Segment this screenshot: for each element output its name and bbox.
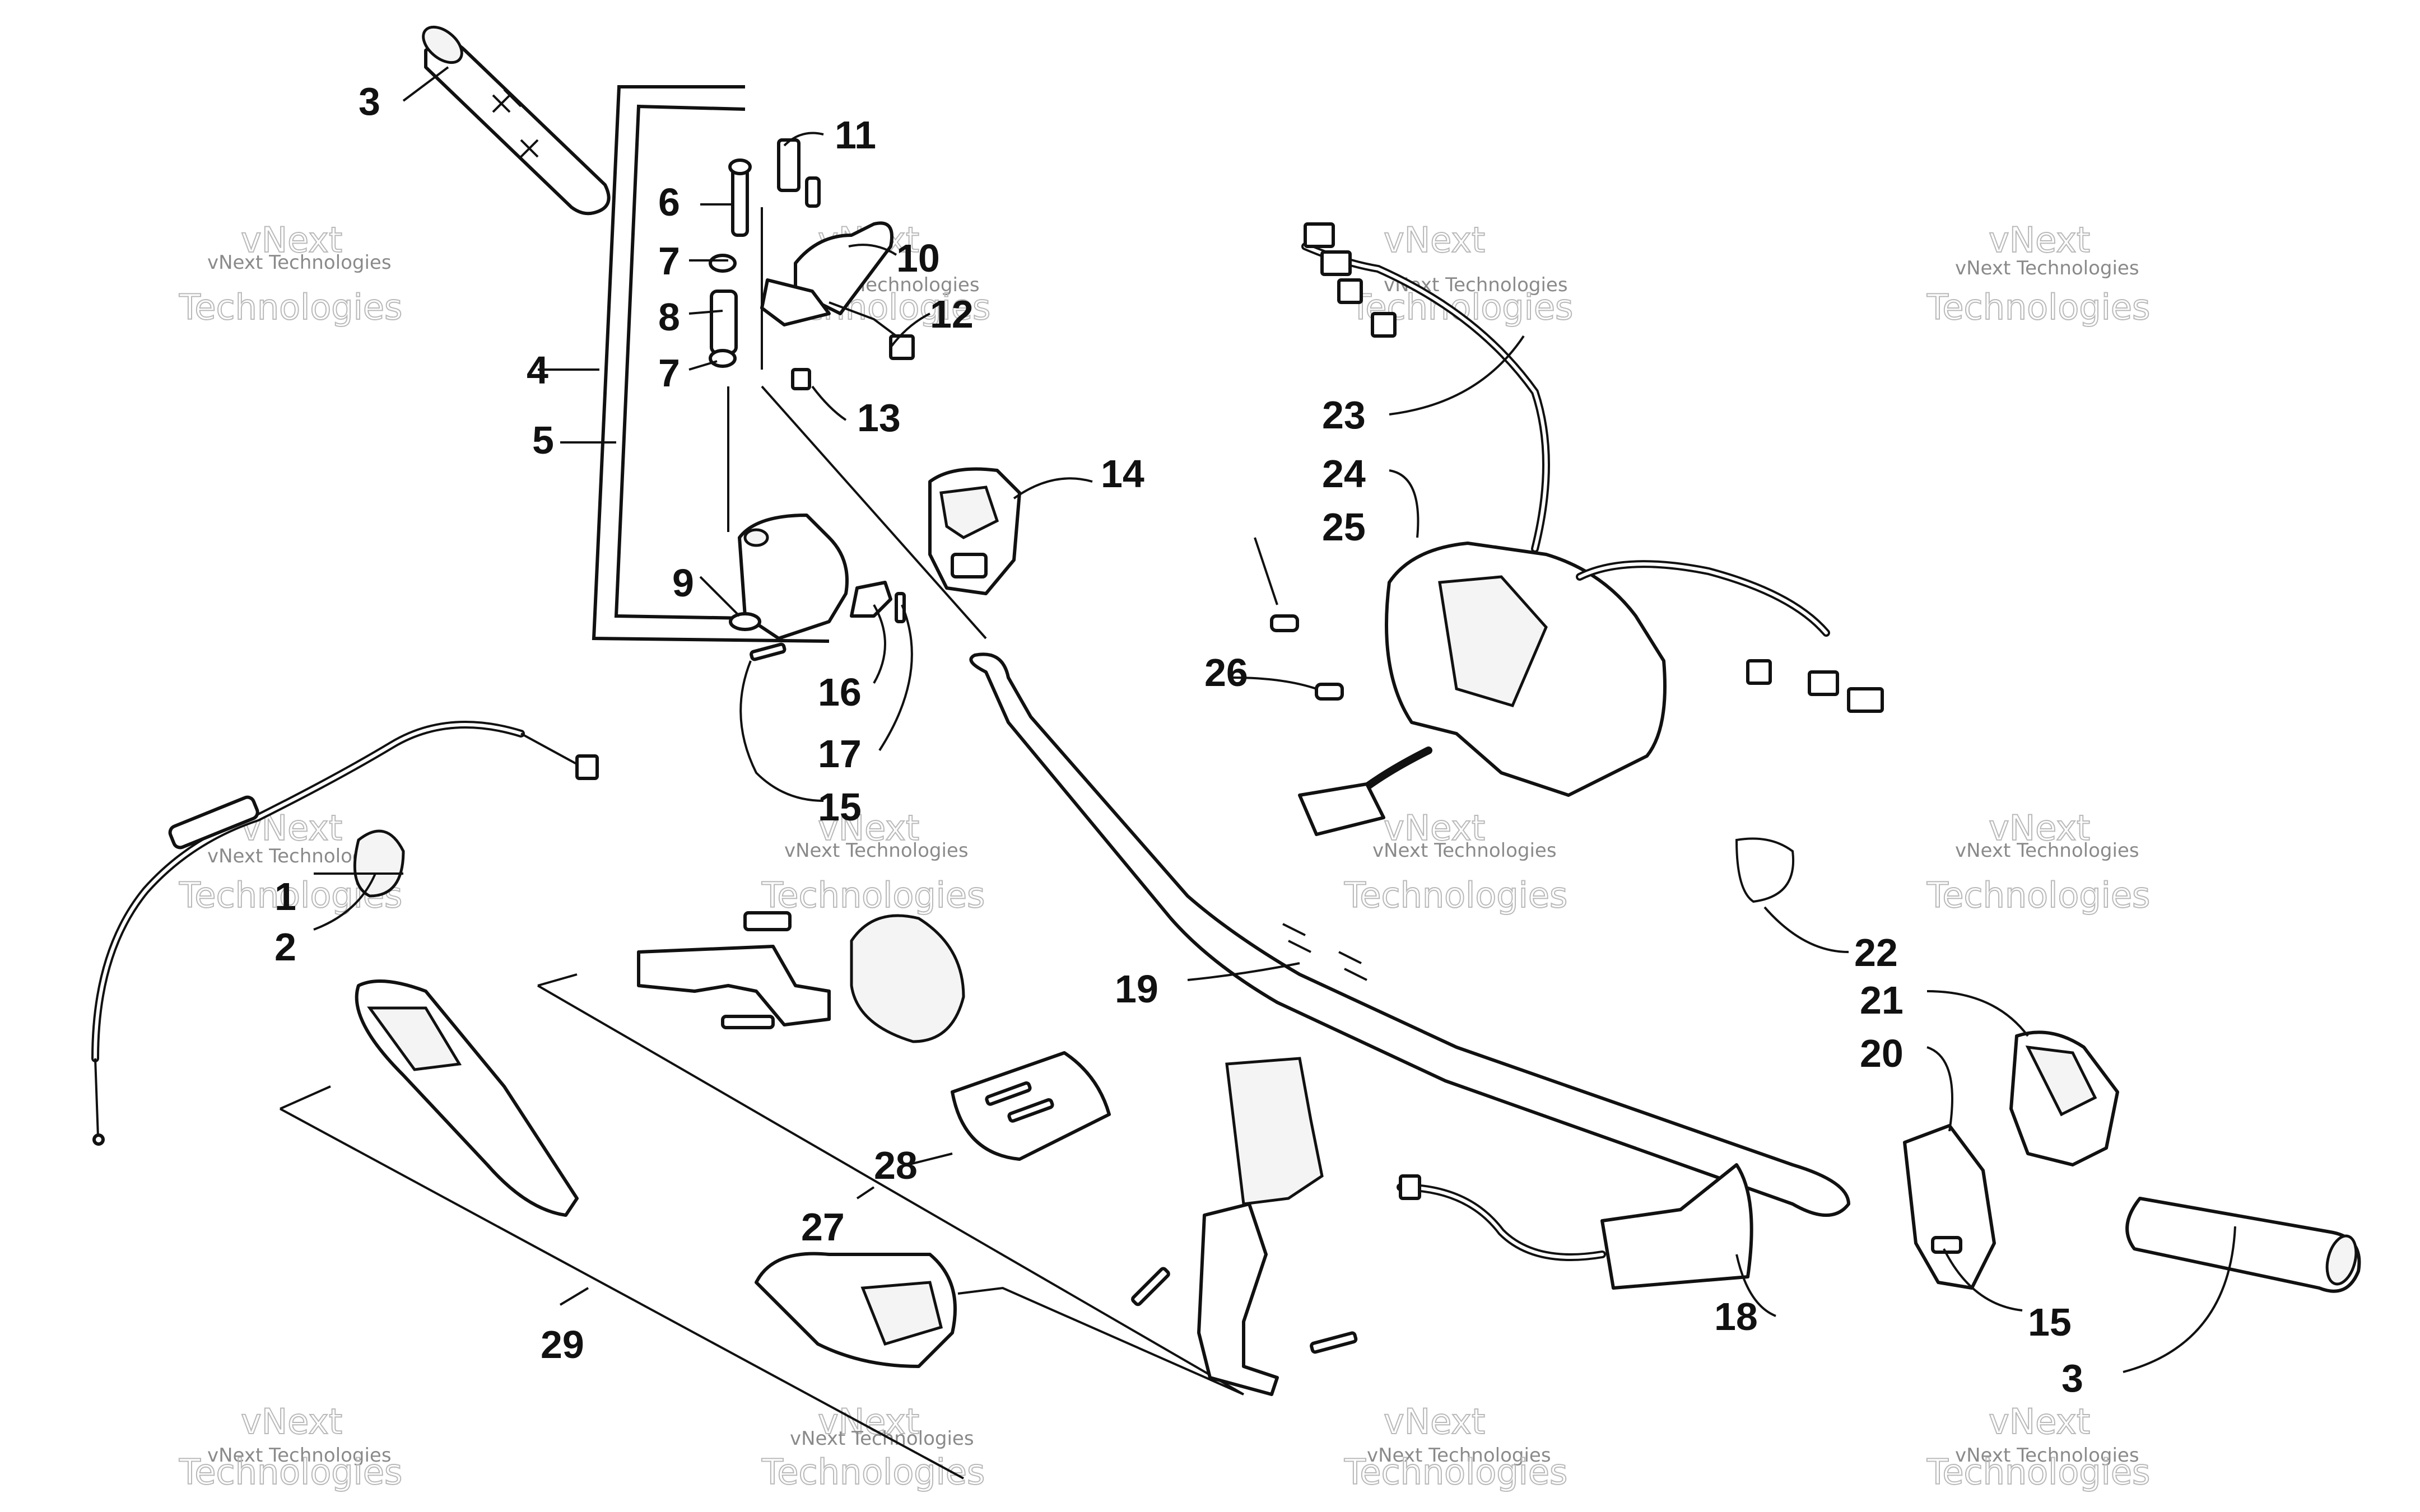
callout-3-right: 3: [2061, 1356, 2083, 1400]
callout-14: 14: [1101, 452, 1144, 496]
callout-18: 18: [1714, 1295, 1758, 1338]
watermark-line: vNext Technologies: [207, 1444, 392, 1467]
watermark: vNext vNext Technologies Technologies: [1926, 219, 2151, 328]
callout-9: 9: [672, 561, 694, 605]
heater-harness: [1397, 1163, 1753, 1290]
magnet: [777, 138, 801, 192]
watermark: vNext vNext Technologies Technologies: [1349, 219, 1574, 328]
watermark-line: vNext Technologies: [1367, 1444, 1551, 1467]
callout-5: 5: [532, 418, 554, 462]
cable-clamp-right: [1735, 837, 1795, 903]
watermark-tech: Technologies: [1344, 875, 1567, 916]
watermark-tech: Technologies: [1926, 1452, 2150, 1492]
watermark-vnext: vNext: [1384, 220, 1485, 260]
watermark: vNext vNext Technologies Technologies: [1926, 1401, 2151, 1493]
watermark-line: vNext Technologies: [1955, 257, 2139, 279]
watermark-vnext: vNext: [1384, 1401, 1485, 1442]
watermark-tech: Technologies: [761, 1452, 985, 1492]
watermark: vNext vNext Technologies Technologies: [178, 219, 403, 328]
watermark-vnext: vNext: [1989, 1401, 2090, 1442]
watermark: vNext vNext Technologies Technologies: [1926, 807, 2151, 916]
callout-17: 17: [818, 732, 862, 776]
callout-13: 13: [857, 396, 901, 440]
watermark-vnext: vNext: [818, 808, 919, 848]
watermark-tech: Technologies: [1926, 287, 2150, 328]
callout-28: 28: [874, 1144, 918, 1187]
right-throttle: [1903, 1030, 2119, 1290]
watermarks: vNext vNext Technologies Technologies vN…: [178, 219, 2151, 1493]
right-grip: [2125, 1197, 2361, 1293]
callout-7-top: 7: [658, 239, 680, 283]
right-guard-mount: [1131, 1057, 1358, 1396]
watermark-vnext: vNext: [1384, 808, 1485, 848]
watermark: vNext vNext Technologies Technologies: [178, 1401, 403, 1493]
callout-4: 4: [527, 348, 548, 392]
callout-15-right: 15: [2028, 1300, 2072, 1344]
callout-15-left: 15: [818, 785, 862, 829]
callout-29: 29: [541, 1323, 584, 1366]
callout-19: 19: [1115, 967, 1158, 1011]
watermark-tech: Technologies: [1926, 875, 2150, 916]
watermark-vnext: vNext: [1989, 220, 2090, 260]
callout-7-bottom: 7: [658, 351, 680, 395]
leader-lines: [313, 66, 2236, 1373]
callout-2: 2: [274, 925, 296, 969]
watermark-tech: Technologies: [1344, 1452, 1567, 1492]
watermark: vNext vNext Technologies Technologies: [1343, 1401, 1568, 1493]
callout-22: 22: [1854, 931, 1898, 974]
watermark-line: vNext Technologies: [1955, 1444, 2139, 1467]
bracket-lines: [280, 973, 1245, 1480]
watermark-vnext: vNext: [241, 220, 342, 260]
callout-16: 16: [818, 670, 862, 714]
callout-20: 20: [1860, 1032, 1904, 1075]
callout-12: 12: [930, 292, 974, 336]
callout-26: 26: [1204, 651, 1248, 694]
callouts: 3 11 6 10 7 8 12 7 4 13 5 14 9 16 17 15 …: [274, 80, 2083, 1400]
hand-guards: [355, 979, 957, 1368]
callout-10: 10: [896, 236, 940, 280]
throttle-internals: [709, 138, 987, 640]
left-grip: [422, 25, 611, 216]
watermark-tech: Technologies: [761, 875, 985, 916]
clamp-plate: [951, 1051, 1111, 1161]
guard-mounts: [637, 911, 965, 1043]
watermark: vNext vNext Technologies Technologies: [1343, 807, 1568, 916]
bushing: [710, 290, 738, 354]
watermark-vnext: vNext: [241, 1401, 342, 1442]
watermark-tech: Technologies: [179, 1452, 402, 1492]
callout-24: 24: [1322, 452, 1366, 496]
right-switch-assembly: [1270, 222, 1884, 836]
watermark-line: vNext Technologies: [790, 1427, 974, 1450]
callout-1: 1: [274, 875, 296, 918]
watermark: vNext vNext Technologies Technologies: [761, 1401, 985, 1493]
callout-11: 11: [835, 113, 876, 157]
callout-6: 6: [658, 180, 680, 224]
watermark-line: vNext Technologies: [1955, 839, 2139, 862]
watermark-line: vNext Technologies: [784, 839, 969, 862]
callout-23: 23: [1322, 393, 1366, 437]
watermark-vnext: vNext: [1989, 808, 2090, 848]
switch-housing-left: [928, 467, 1021, 595]
pivot-pin: [731, 166, 749, 237]
watermark-tech: Technologies: [179, 287, 402, 328]
callout-3-left: 3: [359, 80, 380, 123]
handlebar: [969, 652, 1850, 1217]
throttle-housing: [729, 514, 906, 661]
watermark-line: vNext Technologies: [1372, 839, 1557, 862]
watermark: vNext vNext Technologies Technologies: [761, 807, 985, 916]
callout-27: 27: [801, 1205, 845, 1249]
throttle-cable: [91, 721, 599, 1146]
callout-8: 8: [658, 295, 680, 339]
throttle-frame: [592, 85, 830, 643]
watermark-line: vNext Technologies: [207, 251, 392, 274]
callout-25: 25: [1322, 505, 1366, 549]
callout-21: 21: [1860, 978, 1904, 1022]
